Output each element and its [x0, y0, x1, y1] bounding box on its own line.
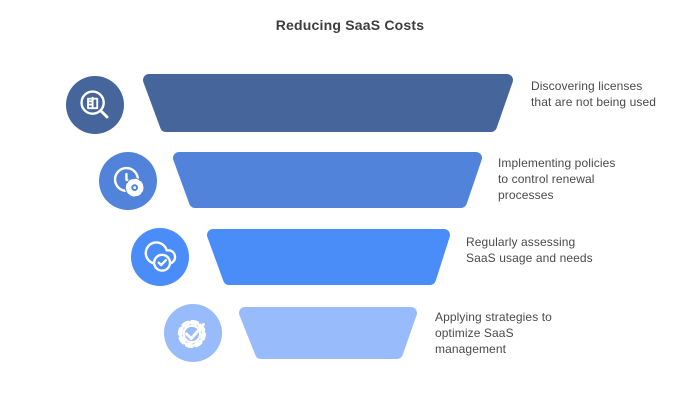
- funnel-level-3-shape: [207, 229, 450, 285]
- magnifier-audit-icon: [66, 76, 124, 134]
- funnel-level-2-label: Implementing policies to control renewal…: [498, 156, 616, 202]
- funnel-level-4-label: Applying strategies to optimize SaaS man…: [435, 310, 552, 356]
- clock-gear-icon: [99, 152, 157, 210]
- page-title: Reducing SaaS Costs: [275, 17, 425, 33]
- funnel-level-1-shape: [143, 74, 513, 132]
- gear-check-icon: [164, 304, 222, 362]
- funnel-level-4-shape: [239, 307, 417, 359]
- funnel-level-3-label: Regularly assessing SaaS usage and needs: [466, 235, 593, 265]
- funnel-level-2-shape: [173, 152, 482, 208]
- funnel-level-1-label: Discovering licenses that are not being …: [531, 79, 657, 109]
- cloud-check-icon: [131, 228, 189, 286]
